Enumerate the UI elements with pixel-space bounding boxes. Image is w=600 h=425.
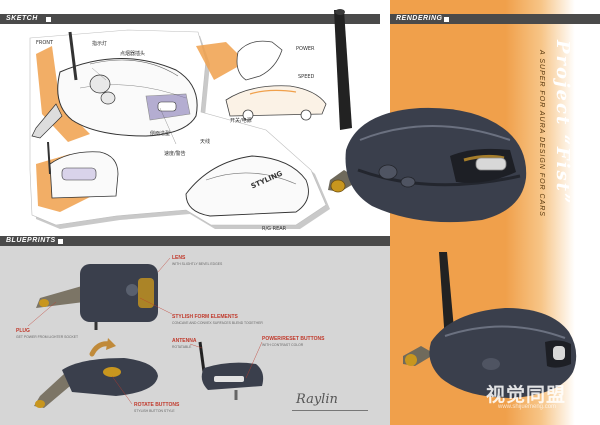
orange-marker-right [196,42,246,80]
bp-plug-bottom [34,374,70,408]
label-lens-desc: WITH SLIGHTLY BEVEL EDGES [172,262,223,266]
blueprints-header-label: BLUEPRINTS [6,237,56,244]
sketch-antenna [68,31,78,81]
sketch-knob [89,74,111,94]
note-cn-4: 速度/警告 [164,151,186,157]
blueprints-panel [0,236,390,425]
bp-device-bottom [62,358,158,396]
sketch-header-bar [0,14,380,24]
label-stylish: STYLISH FORM ELEMENTS [172,314,238,320]
signature-underline [292,410,368,411]
render-knob [378,164,398,180]
label-power-reset-desc: WITH CONTRAST COLOR [262,343,304,347]
sketch-plug [31,103,63,139]
rendering-header-label: RENDERING [396,15,443,22]
label-plug: PLUG [16,328,30,334]
sketch-lens [157,101,177,112]
render-antenna [334,10,352,130]
note-speed: SPEED [298,74,315,80]
bp-antenna [198,341,206,373]
blueprints-header-bar [0,236,390,246]
render2-plug-gold [405,354,417,366]
project-subtitle: A SUPER FOR AURA DESIGN FOR CARS [538,50,545,217]
rendering-header-bar [390,14,600,24]
note-cn-3: 天线 [200,139,211,145]
render2-antenna [439,252,455,342]
label-plug-desc: GET POWER FROM LIGHTER SOCKET [16,335,79,339]
sketch-styling-view [185,155,309,217]
label-rotate-desc: STYLISH BUTTON STYLE [134,409,175,413]
render-device-body [345,107,527,223]
note-power: POWER [296,46,315,52]
label-power-reset: POWER/RESET BUTTONS [262,336,325,342]
label-stylish-desc: CONCAVE AND CONVEX SURFACES BLEND TOGETH… [172,321,263,325]
note-cn-5: 侧面造型 [150,131,171,137]
label-antenna: ANTENNA [172,338,197,344]
render-lens [475,157,507,171]
label-lens: LENS [172,255,186,261]
sketch-hand [236,40,283,81]
note-front: FRONT [36,40,54,46]
note-cn-2: 开关/电源 [230,118,252,124]
project-title: Project “Fist” [552,40,573,206]
designer-signature: Raylin [296,392,338,407]
rendering-header-square [444,16,449,22]
render2-lens [553,346,565,360]
watermark-url: www.shijuemeng.com [498,404,557,410]
rendering-bottom-area [403,252,577,398]
sketch-header-label: SKETCH [6,15,38,22]
note-cn-1: 指示灯 [92,41,108,47]
bp-device-top [80,264,158,322]
render-plug-gold [330,179,346,193]
rendering-area [328,9,527,223]
blueprints-area [27,257,264,408]
note-rear: R/G REAR [262,226,287,232]
note-cn-6: 点烟器插头 [120,51,146,57]
label-antenna-desc: ROTATABLE [172,345,192,349]
watermark-text: 视觉同盟 [486,385,567,406]
sketch-area [29,29,330,229]
sketch-header-square [46,16,51,22]
blueprints-header-square [58,238,63,244]
label-rotate: ROTATE BUTTONS [134,402,180,408]
